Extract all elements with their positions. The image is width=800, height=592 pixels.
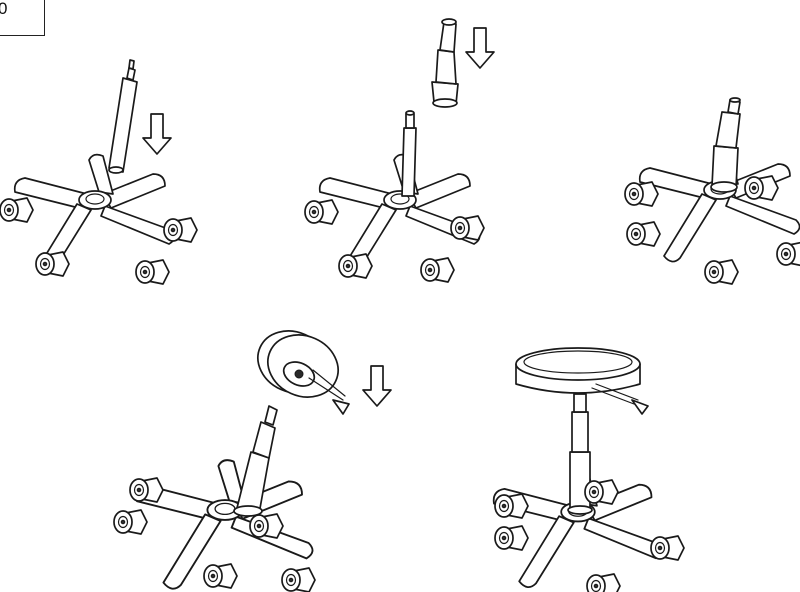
step-1-illustration xyxy=(0,60,197,284)
down-arrow-icon xyxy=(466,28,494,68)
caster-wheel-icon xyxy=(339,254,372,278)
caster-wheel-icon xyxy=(305,200,338,224)
caster-wheel-icon xyxy=(495,526,528,550)
caster-wheel-icon xyxy=(204,564,237,588)
caster-wheel-icon xyxy=(136,260,169,284)
gas-cylinder-icon xyxy=(109,60,137,173)
star-base-icon xyxy=(15,155,175,272)
caster-wheel-icon xyxy=(745,176,778,200)
step-5-illustration xyxy=(494,348,684,592)
caster-wheel-icon xyxy=(777,242,800,266)
caster-wheel-icon xyxy=(36,252,69,276)
caster-wheel-icon xyxy=(421,258,454,282)
caster-wheel-icon xyxy=(0,198,33,222)
caster-wheel-icon xyxy=(114,510,147,534)
step-2-illustration xyxy=(305,19,494,282)
down-arrow-icon xyxy=(143,114,171,154)
caster-wheel-icon xyxy=(587,574,620,592)
gas-cylinder-icon xyxy=(402,111,416,196)
down-arrow-icon xyxy=(363,366,391,406)
caster-wheel-icon xyxy=(130,478,163,502)
caster-wheel-icon xyxy=(164,218,197,242)
step-3-illustration xyxy=(625,98,800,284)
gas-cylinder-icon xyxy=(711,98,740,192)
caster-wheel-icon xyxy=(282,568,315,592)
step-4-illustration xyxy=(114,320,391,592)
star-base-icon xyxy=(320,155,480,272)
caster-wheel-icon xyxy=(705,260,738,284)
cylinder-sleeve-icon xyxy=(432,19,458,107)
caster-wheel-icon xyxy=(451,216,484,240)
caster-wheel-icon xyxy=(651,536,684,560)
caster-wheel-icon xyxy=(495,494,528,518)
caster-wheel-icon xyxy=(625,182,658,206)
caster-wheel-icon xyxy=(627,222,660,246)
round-seat-icon xyxy=(248,320,349,414)
caster-wheel-icon xyxy=(250,514,283,538)
caster-wheel-icon xyxy=(585,480,618,504)
